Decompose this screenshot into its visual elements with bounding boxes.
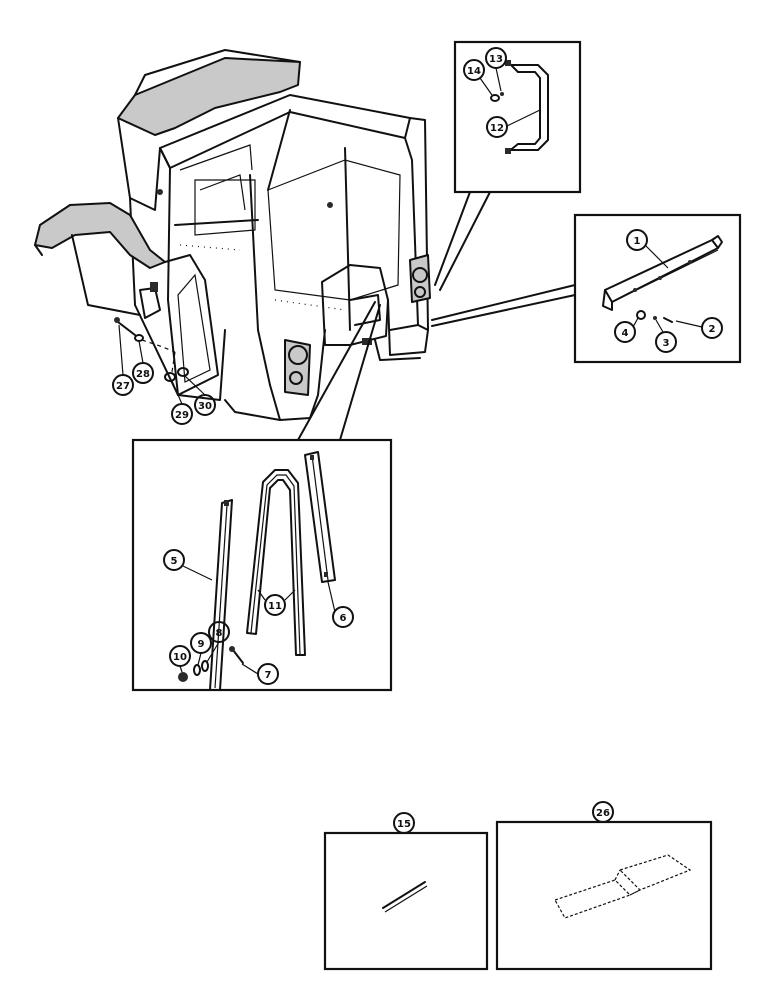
- callout-12: 12: [486, 116, 508, 138]
- callout-4-label: 4: [622, 328, 629, 339]
- callout-28: 28: [132, 362, 154, 384]
- callout-4: 4: [614, 321, 636, 343]
- callout-13-label: 13: [489, 54, 503, 65]
- callout-7-label: 7: [265, 670, 272, 681]
- callout-15-label: 15: [397, 819, 411, 830]
- callout-27: 27: [112, 374, 134, 396]
- trim-strip-icon-right: [304, 451, 336, 583]
- callout-1: 1: [626, 229, 648, 251]
- callout-3-label: 3: [663, 338, 670, 349]
- callout-3: 3: [655, 331, 677, 353]
- callout-29-label: 29: [175, 410, 189, 421]
- callout-8-label: 8: [216, 628, 223, 639]
- callout-30-label: 30: [198, 401, 212, 412]
- bolt-set-hardware: [114, 317, 189, 382]
- trim-strip-icon: [602, 235, 723, 311]
- callout-10-label: 10: [173, 652, 187, 663]
- mat-icon: [554, 854, 692, 919]
- detail-box-door-seals: 5 6 7 8 9 10 11: [131, 438, 393, 692]
- rod-icon: [382, 881, 428, 913]
- callout-5-label: 5: [171, 556, 178, 567]
- detail-box-handle: 13 14 12: [453, 40, 582, 194]
- callout-6: 6: [332, 606, 354, 628]
- callout-9-label: 9: [198, 639, 205, 650]
- callout-26-label: 26: [596, 808, 610, 819]
- callout-1-label: 1: [634, 236, 641, 247]
- callout-28-label: 28: [136, 369, 150, 380]
- callout-2: 2: [701, 317, 723, 339]
- callout-6-label: 6: [340, 613, 347, 624]
- callout-12-label: 12: [490, 123, 504, 134]
- cab-frame-icon: [34, 49, 431, 421]
- callout-2-label: 2: [709, 324, 716, 335]
- callout-14: 14: [463, 59, 485, 81]
- callout-11: 11: [264, 594, 286, 616]
- detail-box-rod: 15: [323, 812, 489, 971]
- callout-27-label: 27: [116, 381, 130, 392]
- trim-strip-icon-left: [209, 499, 233, 691]
- callout-29: 29: [171, 403, 193, 425]
- handle-icon: [505, 60, 549, 154]
- callout-15: 15: [393, 812, 415, 834]
- callout-11-label: 11: [268, 601, 282, 612]
- callout-5: 5: [163, 549, 185, 571]
- callout-14-label: 14: [467, 66, 481, 77]
- detail-box-mat: 26: [495, 801, 713, 971]
- callout-26: 26: [592, 801, 614, 823]
- detail-box-trim-strip: 1 2 3 4: [573, 213, 742, 364]
- door-seal-icon: [246, 469, 306, 656]
